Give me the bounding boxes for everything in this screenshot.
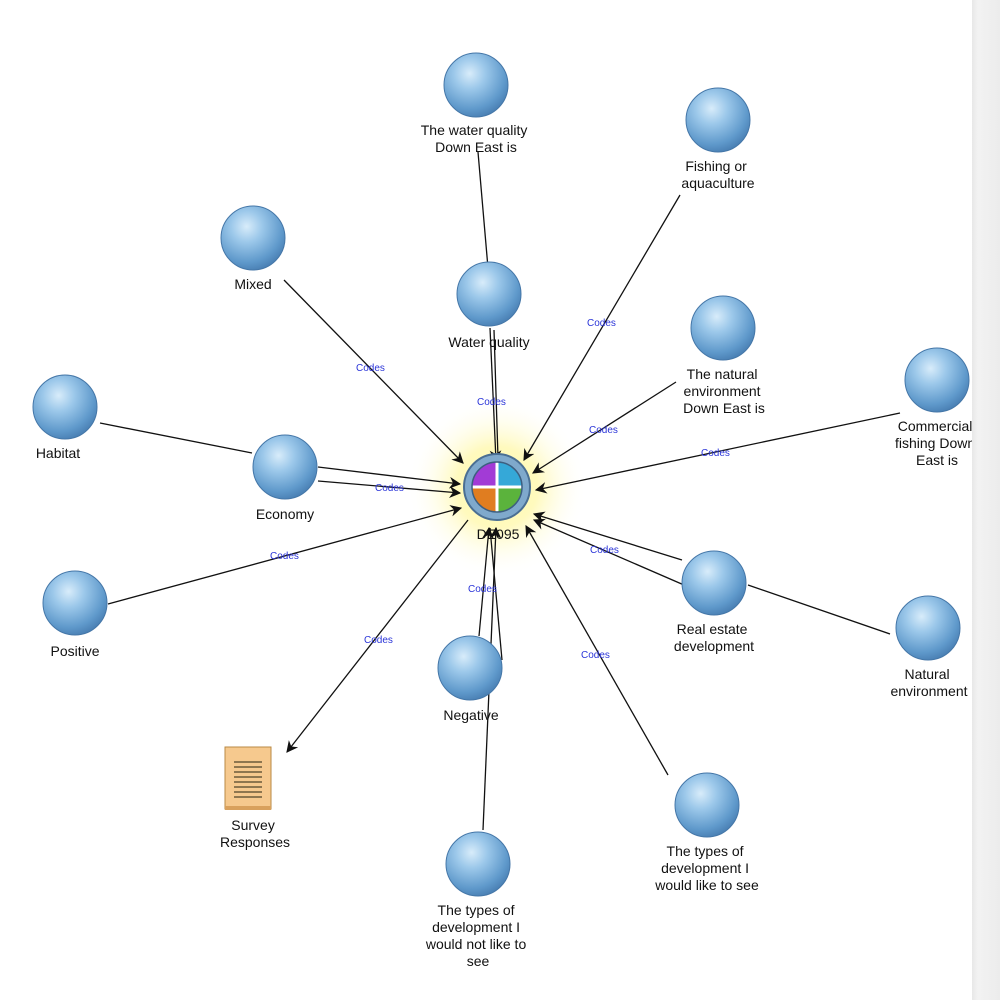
node-sphere-icon bbox=[674, 772, 740, 838]
node-sphere-icon bbox=[681, 550, 747, 616]
node-label: The types of development I would like to… bbox=[654, 843, 759, 893]
node-label: Natural environment bbox=[890, 666, 967, 699]
node-sphere-icon bbox=[690, 295, 756, 361]
edge-water-quality-2[interactable] bbox=[493, 329, 499, 459]
edge-label: Codes bbox=[375, 483, 404, 494]
node-label: The types of development I would not lik… bbox=[425, 902, 530, 969]
node-label: Negative bbox=[443, 707, 498, 723]
node-sphere-icon bbox=[220, 205, 286, 271]
edge-types-like[interactable] bbox=[525, 524, 669, 776]
edges-layer bbox=[99, 151, 901, 831]
node-negative[interactable]: Negative bbox=[437, 635, 503, 723]
node-sphere-icon bbox=[252, 434, 318, 500]
edge-label: Codes bbox=[270, 551, 299, 562]
node-habitat[interactable]: Habitat bbox=[32, 374, 98, 461]
node-sphere-icon bbox=[445, 831, 511, 897]
node-sphere-icon bbox=[904, 347, 970, 413]
edge-label: Codes bbox=[581, 650, 610, 661]
node-sphere-icon bbox=[685, 87, 751, 153]
edge-mixed[interactable] bbox=[283, 279, 464, 464]
node-label: Positive bbox=[50, 643, 99, 659]
node-sphere-icon bbox=[42, 570, 108, 636]
node-label: Mixed bbox=[234, 276, 271, 292]
edge-label: Codes bbox=[589, 425, 618, 436]
node-survey-responses[interactable]: Survey Responses bbox=[220, 746, 290, 850]
edge-real-estate-1[interactable] bbox=[532, 511, 683, 561]
node-water-quality[interactable]: Water quality bbox=[448, 261, 530, 350]
edge-commercial[interactable] bbox=[534, 412, 901, 494]
edge-economy-2[interactable] bbox=[317, 480, 462, 498]
node-natural-env[interactable]: Natural environment bbox=[890, 595, 968, 699]
edge-survey[interactable] bbox=[286, 519, 469, 753]
node-real-estate[interactable]: Real estate development bbox=[674, 550, 754, 654]
node-sphere-icon bbox=[443, 52, 509, 118]
node-label: Real estate development bbox=[674, 621, 754, 654]
nodes-layer: The water quality Down East is Fishing o… bbox=[32, 52, 979, 969]
right-gutter bbox=[972, 0, 1000, 1000]
edge-label: Codes bbox=[590, 545, 619, 556]
edge-label: Codes bbox=[468, 584, 497, 595]
edge-label: Codes bbox=[587, 318, 616, 329]
node-fishing[interactable]: Fishing or aquaculture bbox=[681, 87, 755, 191]
edge-positive[interactable] bbox=[107, 505, 463, 605]
node-label: The water quality Down East is bbox=[421, 122, 532, 155]
node-label: Economy bbox=[256, 506, 314, 522]
edge-label: Codes bbox=[701, 448, 730, 459]
edge-water-quality[interactable] bbox=[489, 327, 502, 463]
node-natural-env-de[interactable]: The natural environment Down East is bbox=[683, 295, 765, 416]
edge-fishing[interactable] bbox=[523, 194, 681, 462]
edge-negative-1[interactable] bbox=[478, 526, 494, 637]
node-label: Fishing or aquaculture bbox=[681, 158, 754, 191]
node-label: Water quality bbox=[448, 334, 529, 350]
case-quadrant-icon bbox=[471, 461, 523, 513]
edge-labels-layer: Codes Codes Codes Codes Codes Codes Code… bbox=[270, 318, 730, 661]
node-water-quality-de[interactable]: The water quality Down East is bbox=[421, 52, 532, 155]
node-label: Habitat bbox=[36, 445, 80, 461]
node-label: Survey Responses bbox=[220, 817, 290, 850]
edge-natural-env[interactable] bbox=[747, 584, 891, 635]
edge-label: Codes bbox=[356, 363, 385, 374]
node-sphere-icon bbox=[32, 374, 98, 440]
node-types-not-like[interactable]: The types of development I would not lik… bbox=[425, 831, 530, 969]
center-label: DE095 bbox=[477, 526, 520, 542]
edge-economy-1[interactable] bbox=[317, 466, 462, 489]
node-positive[interactable]: Positive bbox=[42, 570, 108, 659]
edge-water-quality-de[interactable] bbox=[477, 151, 489, 269]
node-sphere-icon bbox=[456, 261, 522, 327]
node-sphere-icon bbox=[895, 595, 961, 661]
center-node-de095[interactable]: DE095 bbox=[463, 453, 531, 542]
node-types-like[interactable]: The types of development I would like to… bbox=[654, 772, 759, 893]
document-icon bbox=[224, 746, 272, 810]
node-label: Commercial fishing Down East is bbox=[895, 418, 979, 468]
node-sphere-icon bbox=[437, 635, 503, 701]
node-commercial[interactable]: Commercial fishing Down East is bbox=[895, 347, 979, 468]
edge-negative-2[interactable] bbox=[489, 527, 503, 661]
edge-label: Codes bbox=[364, 635, 393, 646]
edge-label: Codes bbox=[477, 397, 506, 408]
edge-real-estate-2[interactable] bbox=[532, 518, 685, 586]
node-label: The natural environment Down East is bbox=[683, 366, 765, 416]
node-economy[interactable]: Economy bbox=[252, 434, 318, 522]
edge-habitat[interactable] bbox=[99, 422, 253, 454]
node-mixed[interactable]: Mixed bbox=[220, 205, 286, 292]
edge-natural-env-de[interactable] bbox=[532, 381, 677, 474]
